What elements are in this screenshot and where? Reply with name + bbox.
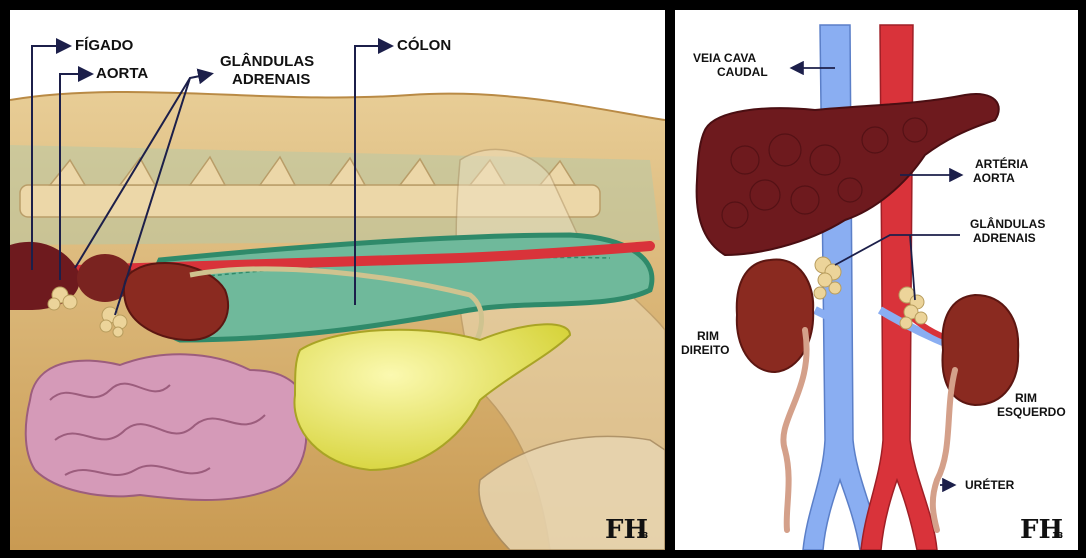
right-kidney [737, 259, 813, 372]
label-right-kidney-line2: DIREITO [681, 343, 729, 357]
label-vena-cava-line2: CAUDAL [717, 65, 768, 79]
artist-signature-right: FH [1020, 515, 1063, 545]
artist-signature: FH [605, 515, 648, 545]
label-adrenal-line2-right: ADRENAIS [973, 231, 1036, 245]
label-adrenal-line1: GLÂNDULAS [220, 52, 314, 70]
ventral-view-illustration: VEIA CAVA CAUDAL ARTÉRIA AORTA GLÂNDULAS… [675, 10, 1078, 550]
label-aorta: AORTA [96, 65, 148, 82]
caudal-vena-cava [803, 25, 880, 550]
lateral-view-panel: FÍGADO AORTA GLÂNDULAS ADRENAIS CÓLON FH… [10, 10, 665, 550]
label-liver: FÍGADO [75, 37, 134, 54]
label-colon: CÓLON [397, 36, 451, 54]
label-artery-line2: AORTA [973, 171, 1015, 185]
label-right-kidney-line1: RIM [697, 329, 719, 343]
label-vena-cava-line1: VEIA CAVA [693, 51, 756, 65]
artist-signature-year: 13 [637, 531, 648, 540]
intestines [26, 354, 306, 500]
left-ureter [933, 370, 955, 530]
label-left-kidney-line1: RIM [1015, 391, 1037, 405]
label-artery-line1: ARTÉRIA [975, 156, 1029, 171]
ventral-view-panel: VEIA CAVA CAUDAL ARTÉRIA AORTA GLÂNDULAS… [675, 10, 1078, 550]
label-adrenal-line2: ADRENAIS [232, 71, 310, 88]
artist-signature-year-right: 13 [1052, 531, 1063, 540]
label-left-kidney-line2: ESQUERDO [997, 405, 1066, 419]
lateral-view-illustration: FÍGADO AORTA GLÂNDULAS ADRENAIS CÓLON FH… [10, 10, 665, 550]
label-ureter: URÉTER [965, 477, 1015, 492]
label-adrenal-line1-right: GLÂNDULAS [970, 216, 1045, 231]
